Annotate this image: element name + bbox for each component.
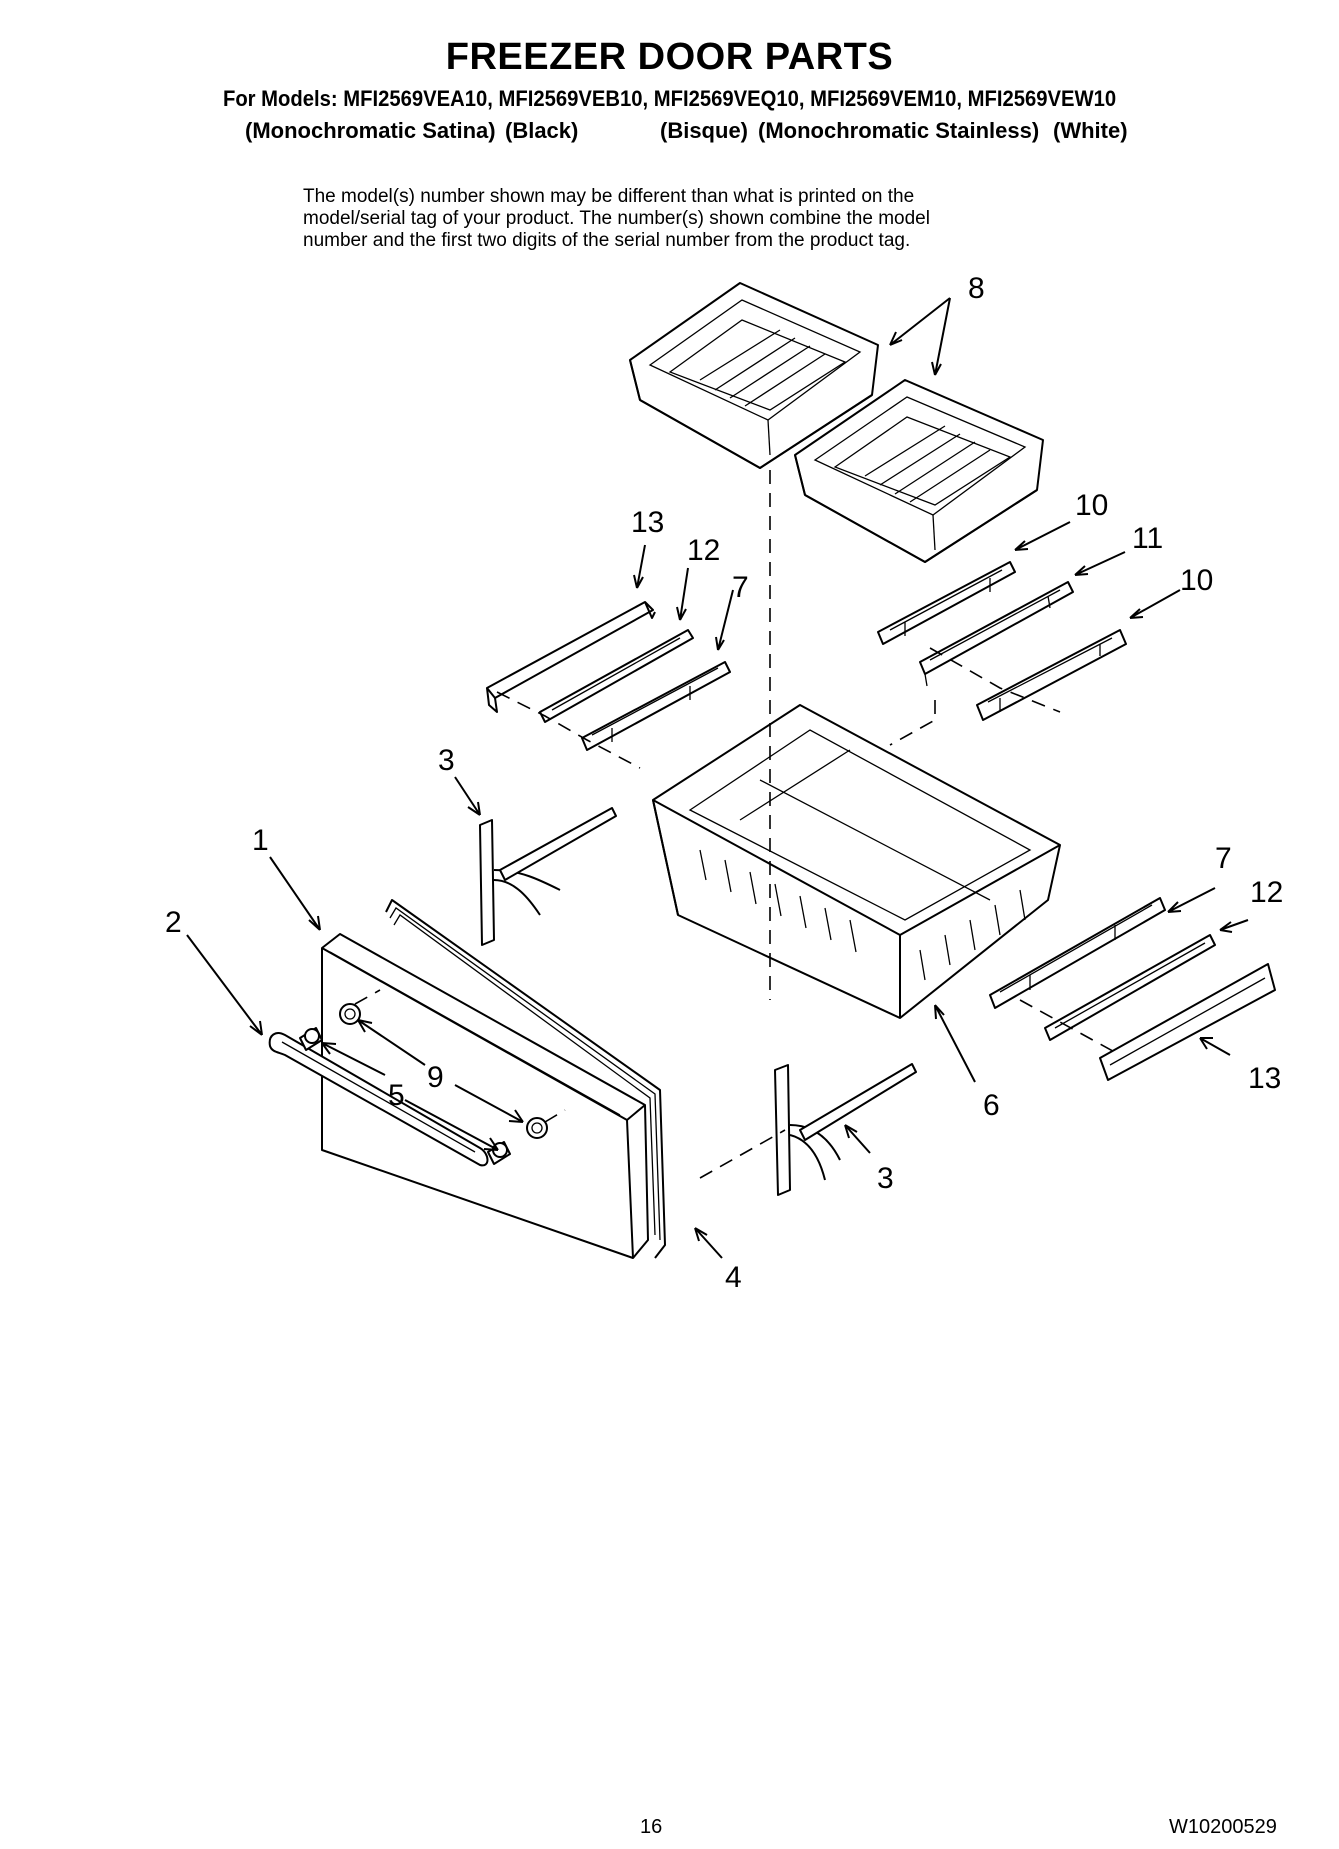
part-9-spacer-lower bbox=[526, 1117, 548, 1139]
part-12-slide-rail-left bbox=[539, 629, 694, 723]
callout-10-lower: 10 bbox=[1180, 564, 1213, 597]
part-13-slide-cover-left bbox=[486, 601, 656, 713]
callout-2: 2 bbox=[165, 906, 182, 939]
callout-6: 6 bbox=[983, 1089, 1000, 1122]
part-13-slide-cover-right bbox=[1099, 963, 1276, 1081]
part-1-freezer-door bbox=[321, 933, 649, 1259]
part-4-door-gasket bbox=[385, 899, 666, 1259]
part-12-slide-rail-right bbox=[1044, 934, 1216, 1041]
color-bisque: (Bisque) bbox=[660, 118, 748, 143]
callout-7-lower: 7 bbox=[1215, 842, 1232, 875]
note-line: The model(s) number shown may be differe… bbox=[303, 186, 915, 207]
document-number: W10200529 bbox=[1169, 1816, 1277, 1838]
part-3-bracket-lower bbox=[774, 1063, 917, 1196]
part-7-slide-assembly-left bbox=[581, 661, 731, 751]
model-colors: (Monochromatic Satina) (Black) (Bisque) … bbox=[0, 118, 1339, 148]
part-11-slide-center bbox=[919, 581, 1074, 687]
part-5-screw-upper bbox=[299, 1027, 323, 1051]
callout-1: 1 bbox=[252, 824, 269, 857]
callout-8: 8 bbox=[968, 272, 985, 305]
model-note: The model(s) number shown may be differe… bbox=[303, 186, 1103, 252]
leader-lines bbox=[186, 297, 1249, 1259]
note-line: number and the first two digits of the s… bbox=[303, 230, 911, 251]
callout-numbers: 8 13 12 7 10 11 10 3 1 2 7 12 13 6 3 4 5… bbox=[165, 272, 1283, 1294]
callout-9: 9 bbox=[427, 1061, 444, 1094]
callout-3-upper: 3 bbox=[438, 744, 455, 777]
part-9-spacer-upper bbox=[339, 1003, 361, 1025]
callout-10-upper: 10 bbox=[1075, 489, 1108, 522]
callout-13-upper: 13 bbox=[631, 506, 664, 539]
part-10-slide-upper bbox=[877, 561, 1016, 645]
color-black: (Black) bbox=[505, 118, 579, 143]
part-10-slide-lower bbox=[976, 629, 1127, 721]
note-line: model/serial tag of your product. The nu… bbox=[303, 208, 930, 229]
page-title: FREEZER DOOR PARTS bbox=[445, 36, 894, 78]
part-2-door-handle bbox=[268, 1032, 489, 1167]
part-3-bracket-upper bbox=[479, 807, 617, 946]
part-8-upper-basket-left bbox=[629, 282, 879, 469]
color-stainless: (Monochromatic Stainless) bbox=[758, 118, 1040, 143]
callout-5: 5 bbox=[388, 1079, 405, 1112]
callout-12-upper: 12 bbox=[687, 534, 720, 567]
callout-13-lower: 13 bbox=[1248, 1062, 1281, 1095]
callout-11: 11 bbox=[1132, 522, 1163, 555]
callout-12-lower: 12 bbox=[1250, 876, 1283, 909]
callout-7-upper: 7 bbox=[732, 571, 749, 604]
part-8-upper-basket-right bbox=[794, 379, 1044, 563]
part-7-slide-assembly-right bbox=[989, 897, 1166, 1009]
models-line: For Models: MFI2569VEA10, MFI2569VEB10, … bbox=[222, 86, 1117, 111]
page-number: 16 bbox=[640, 1816, 663, 1838]
assembly-lines bbox=[354, 470, 1121, 1179]
color-white: (White) bbox=[1053, 118, 1128, 143]
part-6-lower-basket bbox=[652, 704, 1061, 1019]
color-satina: (Monochromatic Satina) bbox=[245, 118, 496, 143]
callout-4: 4 bbox=[725, 1261, 742, 1294]
callout-3-lower: 3 bbox=[877, 1162, 894, 1195]
